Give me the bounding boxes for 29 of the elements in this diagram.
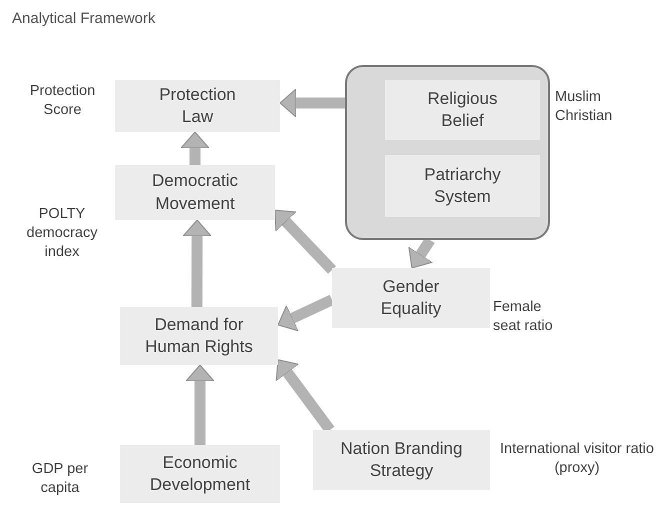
- block-arrow: [182, 220, 212, 308]
- diagram-title: Analytical Framework: [12, 10, 156, 27]
- box-label: Patriarchy System: [423, 164, 502, 208]
- box-label: Demand for Human Rights: [144, 314, 254, 358]
- box-label: Democratic Movement: [151, 170, 239, 214]
- measure-note: International visitor ratio (proxy): [499, 440, 655, 478]
- concept-box: [120, 307, 278, 365]
- concept-box: [332, 268, 490, 328]
- block-arrow: [278, 294, 334, 332]
- box-label: Gender Equality: [380, 276, 442, 320]
- block-arrow: [180, 132, 210, 165]
- concept-box: [115, 80, 280, 132]
- box-label: Nation Branding Strategy: [340, 438, 464, 482]
- measure-note: GDP per capita: [30, 460, 90, 498]
- concept-box: [115, 165, 275, 220]
- measure-note: Muslim Christian: [555, 88, 614, 126]
- block-arrow: [408, 237, 435, 268]
- box-label: Protection Law: [158, 84, 237, 128]
- group-box: [345, 65, 550, 240]
- box-label: Religious Belief: [426, 88, 498, 132]
- block-arrow: [280, 88, 345, 118]
- concept-box: [313, 430, 490, 490]
- measure-note: Protection Score: [28, 82, 96, 120]
- measure-note: Female seat ratio: [493, 298, 554, 336]
- measure-note: POLTY democracy index: [26, 205, 98, 262]
- block-arrow: [186, 364, 214, 445]
- box-label: Economic Development: [148, 452, 252, 496]
- concept-box: [120, 445, 280, 503]
- block-arrow: [274, 210, 336, 274]
